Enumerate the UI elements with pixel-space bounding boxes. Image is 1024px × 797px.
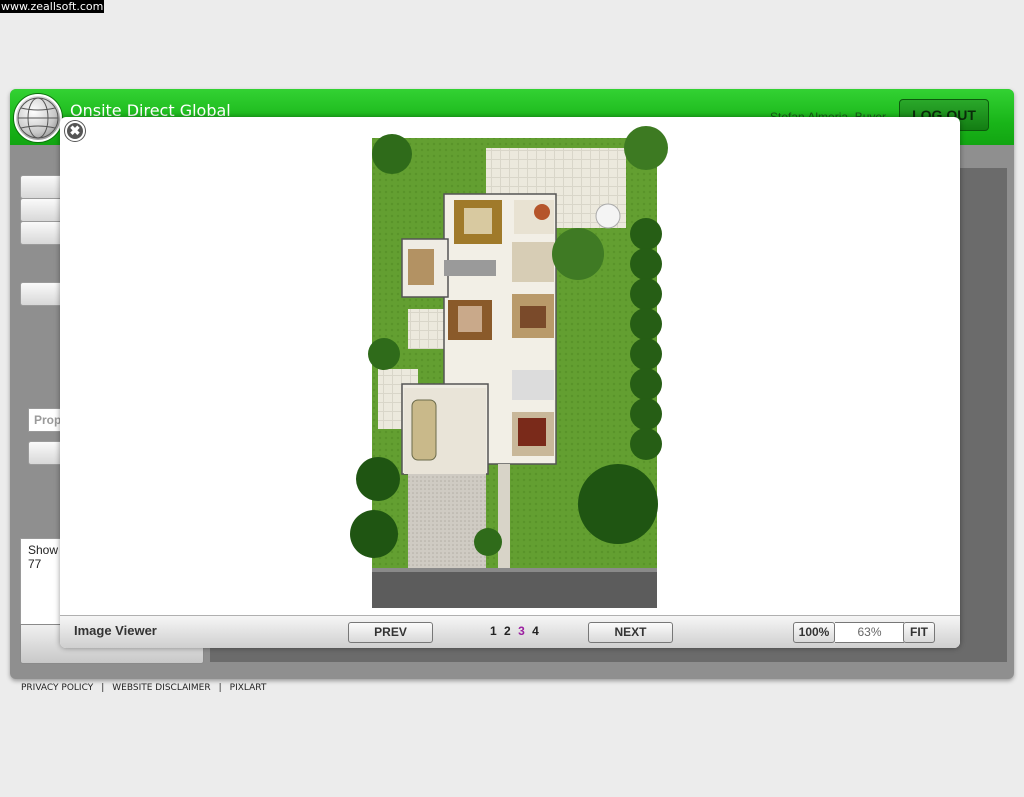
floor-plan-image bbox=[350, 126, 668, 608]
watermark-text: www.zeallsoft.com bbox=[0, 0, 105, 13]
sidebar-button[interactable] bbox=[20, 221, 64, 245]
footer-separator: | bbox=[218, 683, 222, 693]
page-link-2[interactable]: 2 bbox=[504, 624, 511, 638]
viewer-title: Image Viewer bbox=[74, 623, 157, 638]
zoom-level-field[interactable]: 63% bbox=[835, 622, 904, 643]
next-button[interactable]: NEXT bbox=[588, 622, 673, 643]
globe-logo-icon bbox=[14, 94, 62, 142]
zoom-100-button[interactable]: 100% bbox=[793, 622, 835, 643]
website-disclaimer-link[interactable]: WEBSITE DISCLAIMER bbox=[112, 683, 211, 693]
sidebar-button[interactable] bbox=[20, 198, 64, 222]
footer-separator: | bbox=[101, 683, 105, 693]
results-label: Show bbox=[28, 543, 59, 557]
page-link-1[interactable]: 1 bbox=[490, 624, 497, 638]
sidebar-button[interactable] bbox=[20, 175, 64, 199]
pixlart-link[interactable]: PIXLART bbox=[229, 683, 267, 693]
sidebar-button[interactable] bbox=[20, 282, 64, 306]
privacy-policy-link[interactable]: PRIVACY POLICY bbox=[21, 683, 94, 693]
app-title: Onsite Direct Global bbox=[70, 101, 231, 120]
close-icon[interactable]: ✖ bbox=[65, 121, 85, 141]
footer: PRIVACY POLICY | WEBSITE DISCLAIMER | PIXLAR… bbox=[21, 683, 266, 693]
fit-button[interactable]: FIT bbox=[903, 622, 935, 643]
results-count: 77 bbox=[28, 557, 42, 571]
page-link-3-current[interactable]: 3 bbox=[518, 624, 525, 638]
prev-button[interactable]: PREV bbox=[348, 622, 433, 643]
page-numbers: 1 2 3 4 bbox=[490, 624, 543, 638]
page-link-4[interactable]: 4 bbox=[532, 624, 539, 638]
